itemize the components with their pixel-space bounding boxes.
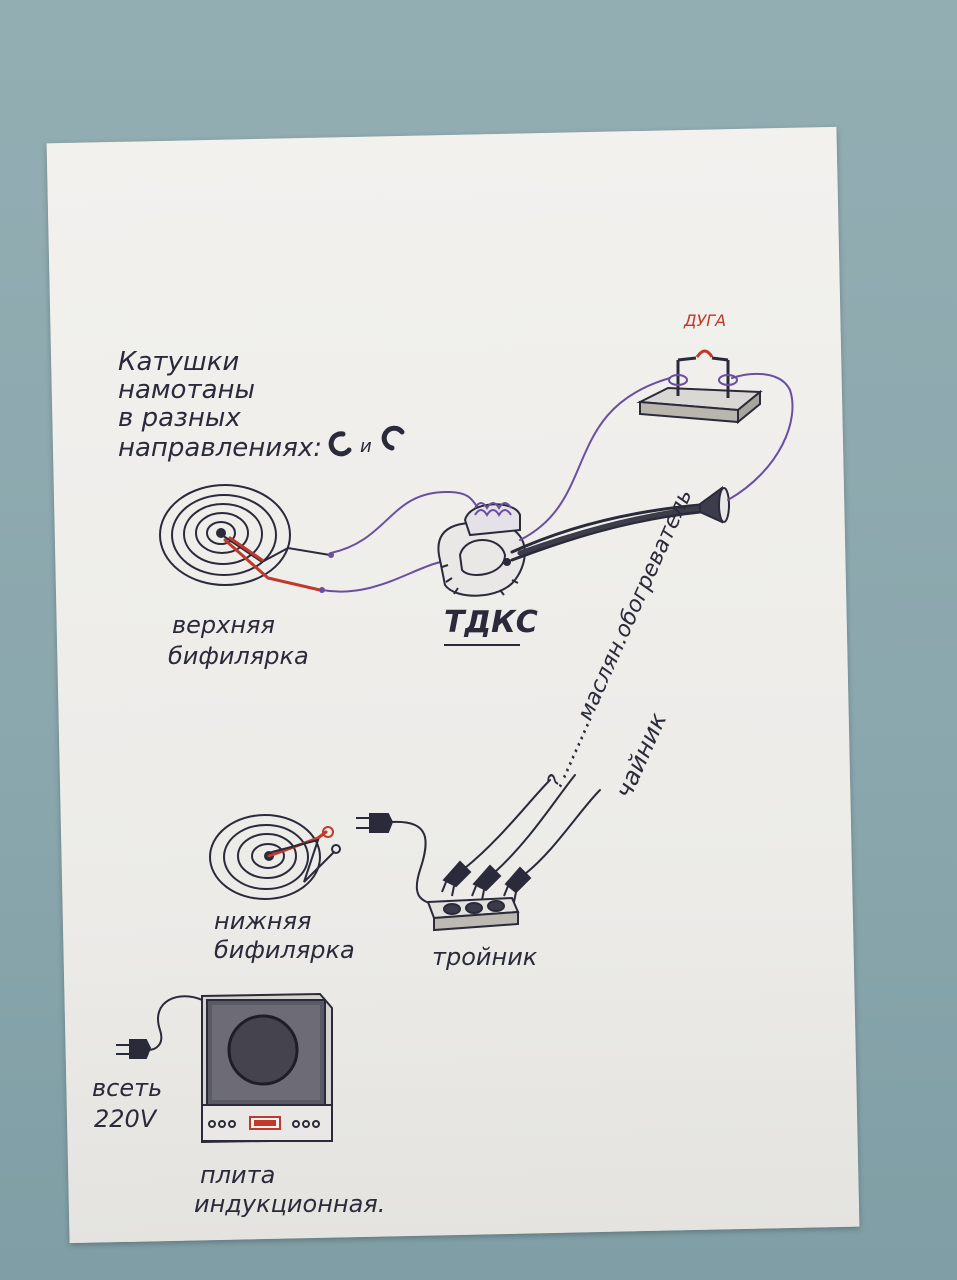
mains-plug-icon xyxy=(116,1039,152,1059)
tdks-transformer xyxy=(437,502,526,597)
hv-cap-icon xyxy=(699,486,730,524)
clockwise-spiral-icon xyxy=(328,431,352,457)
arc-feed-wires xyxy=(519,372,794,541)
induction-stove-icon xyxy=(201,992,333,1144)
mains-label-line2: 220V xyxy=(94,1105,158,1133)
coils-note-line4: направлениях: xyxy=(118,433,322,463)
mains-label-line1: всеть xyxy=(92,1074,162,1102)
kettle-label: чайник xyxy=(610,708,673,802)
arc-gap-block xyxy=(636,356,763,425)
plug-icon-1 xyxy=(442,860,472,888)
hv-cable xyxy=(510,503,703,562)
upper-bifilar-coil xyxy=(159,484,291,586)
coils-note-line3: в разных xyxy=(118,403,241,433)
triple-socket-label: тройник xyxy=(432,943,538,971)
stove-cord xyxy=(147,995,203,1051)
upper-coil-leads xyxy=(221,534,334,593)
coil-cord xyxy=(391,820,433,905)
counterclockwise-spiral-icon xyxy=(381,425,405,451)
arc-label: ДУГА xyxy=(683,311,726,330)
triple-socket-icon xyxy=(426,896,520,932)
lower-coil-leads xyxy=(267,826,341,883)
appliance-plugs xyxy=(441,860,532,903)
arc-spark-icon xyxy=(695,349,714,358)
stove-label-line1: плита xyxy=(200,1161,275,1189)
lower-bifilar-label-line2: бифилярка xyxy=(214,936,355,964)
lower-bifilar-coil xyxy=(209,814,321,900)
appliance-cords xyxy=(464,774,601,875)
plug-icon-2 xyxy=(472,864,502,892)
stove-label-line2: индукционная. xyxy=(194,1190,385,1218)
coils-note-line2: намотаны xyxy=(118,375,255,405)
upper-bifilar-label-line1: верхняя xyxy=(172,611,275,639)
coils-note-line1: Катушки xyxy=(118,347,239,377)
coils-note-and: и xyxy=(360,436,372,457)
upper-bifilar-label-line2: бифилярка xyxy=(168,642,309,670)
coil-plug-icon xyxy=(356,813,394,833)
lower-bifilar-label-line1: нижняя xyxy=(214,907,311,935)
tdks-label: ТДКС xyxy=(444,605,538,640)
winding-direction-icons xyxy=(328,425,405,457)
